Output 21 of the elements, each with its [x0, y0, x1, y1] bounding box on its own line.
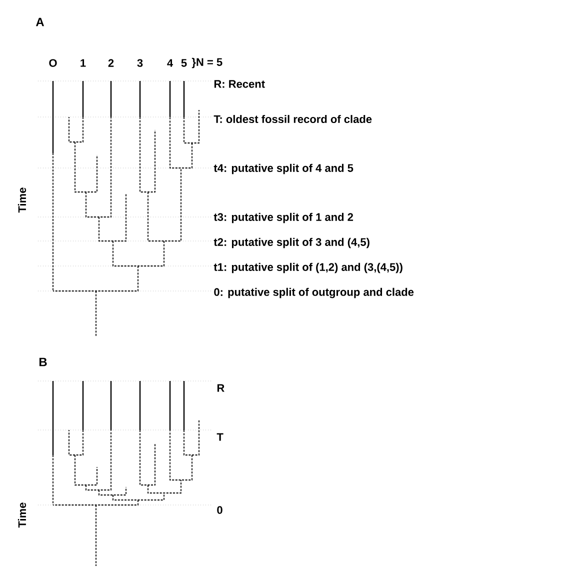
time-level-label: T: oldest fossil record of clade	[214, 114, 372, 124]
time-level-label: 0: putative split of outgroup and clade	[214, 288, 414, 298]
taxon-label: 3	[137, 59, 143, 67]
time-level-label: t3: putative split of 1 and 2	[214, 212, 354, 224]
taxon-count-label: }N = 5	[192, 58, 222, 68]
axis-label: Time	[18, 502, 26, 528]
time-level-label: R: Recent	[214, 80, 265, 88]
panel-letter: A	[36, 18, 44, 26]
time-level-label: T	[216, 433, 224, 441]
time-level-label: R	[217, 384, 224, 392]
time-level-label: t2: putative split of 3 and (4,5)	[214, 238, 370, 248]
axis-label: Time	[18, 188, 26, 213]
taxon-label: 5	[181, 59, 187, 67]
time-level-label: t1: putative split of (1,2) and (3,(4,5))	[214, 262, 402, 274]
time-level-label: t4: putative split of 4 and 5	[214, 164, 354, 174]
taxon-label: O	[49, 59, 57, 67]
taxon-label: 1	[80, 59, 86, 67]
taxon-label: 4	[167, 59, 173, 67]
taxon-label: 2	[108, 59, 114, 67]
time-level-label: 0	[217, 506, 222, 514]
panel-letter: B	[39, 358, 47, 366]
